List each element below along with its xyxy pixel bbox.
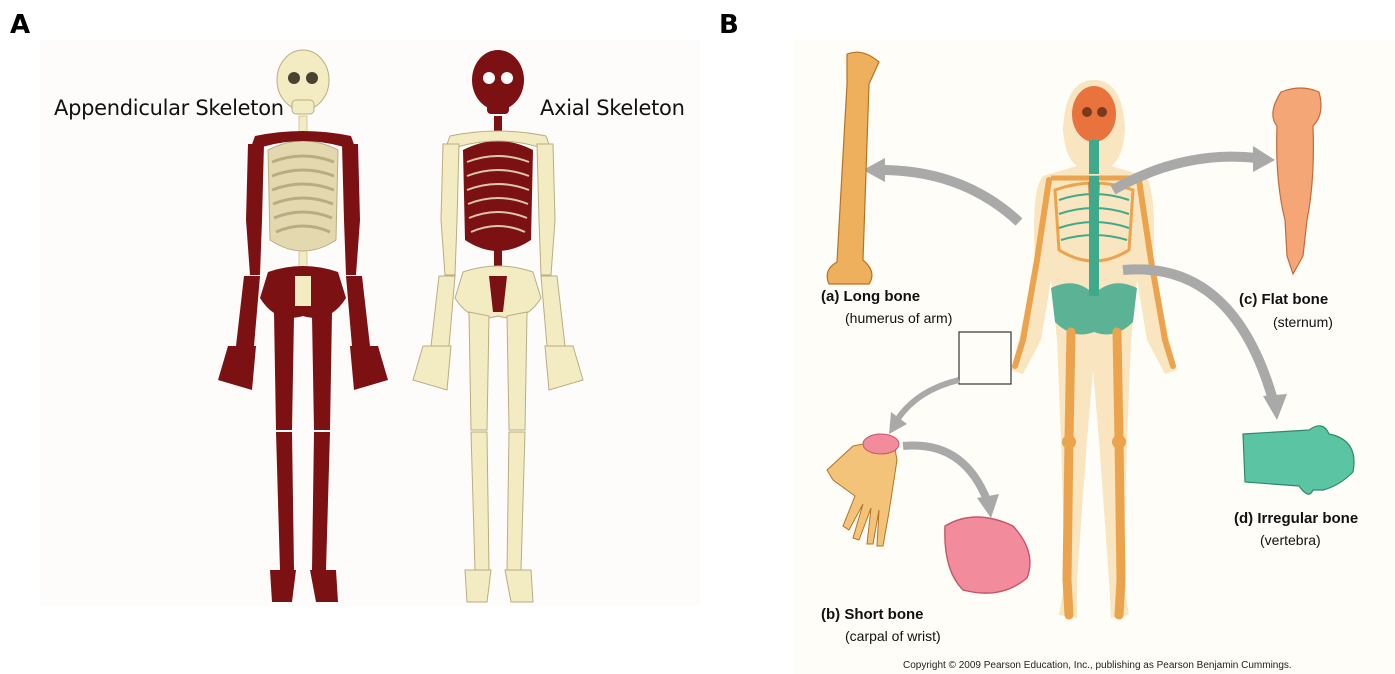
panel-b-letter: B [719,10,739,40]
panel-b-bone-types: (a) Long bone (humerus of arm) (b) Short… [793,40,1395,674]
panel-a-letter: A [10,10,30,40]
short-bone-subtitle: (carpal of wrist) [845,628,941,644]
axial-skeleton-label: Axial Skeleton [540,96,685,120]
appendicular-skeleton-label: Appendicular Skeleton [54,96,284,120]
long-bone-title: (a) Long bone [821,288,920,305]
copyright-notice: Copyright © 2009 Pearson Education, Inc.… [903,660,1292,671]
irregular-bone-subtitle: (vertebra) [1260,532,1321,548]
bone-classification-diagram [793,40,1395,674]
axial-skeleton-figure [40,40,700,606]
flat-bone-subtitle: (sternum) [1273,314,1333,330]
long-bone-subtitle: (humerus of arm) [845,310,952,326]
irregular-bone-title: (d) Irregular bone [1234,510,1358,527]
short-bone-title: (b) Short bone [821,606,923,623]
panel-a-skeleton-comparison: Appendicular Skeleton Axial Skeleton [40,40,700,606]
flat-bone-title: (c) Flat bone [1239,291,1328,308]
